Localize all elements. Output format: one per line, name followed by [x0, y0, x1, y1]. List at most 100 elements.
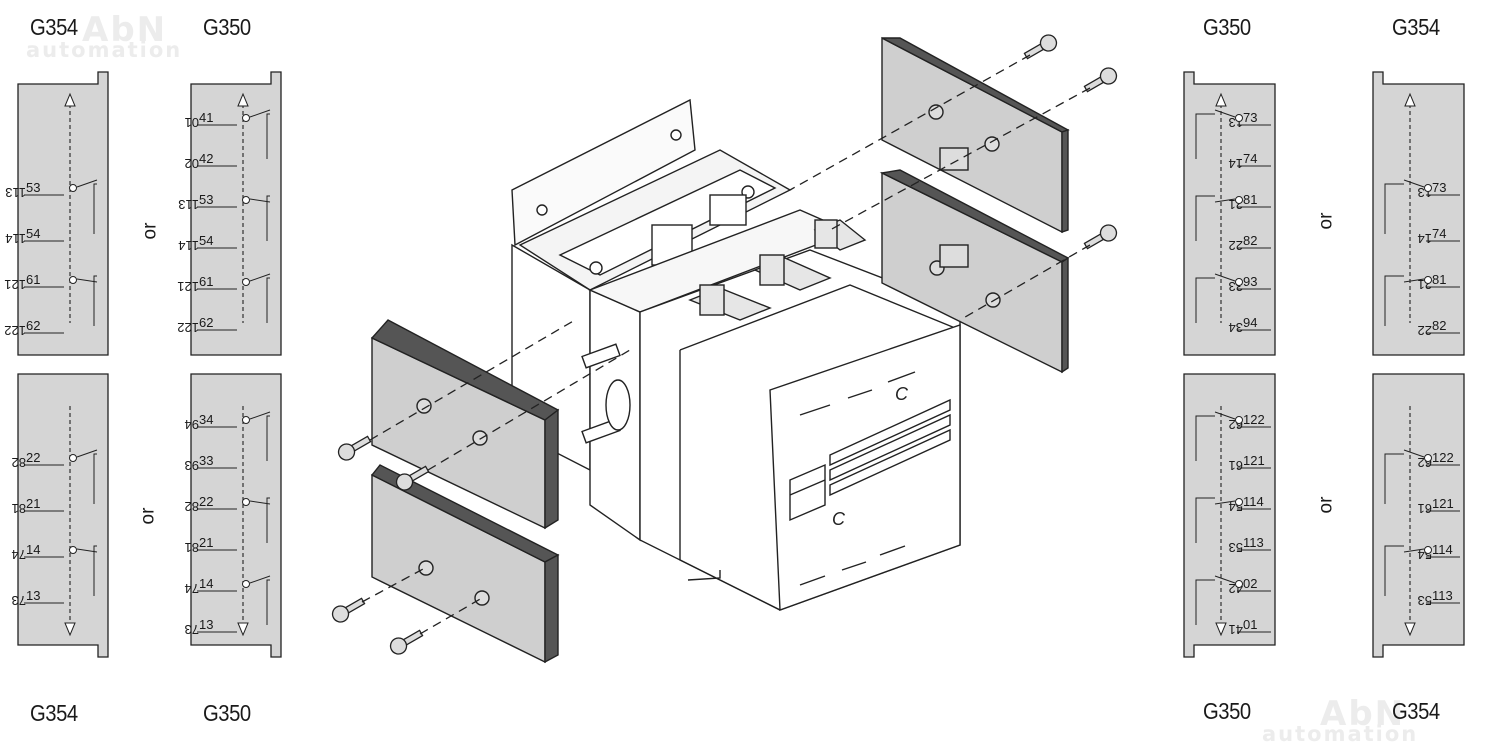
- contact-point: [242, 278, 250, 286]
- contact-wire: [1384, 275, 1404, 326]
- label-bottom-left-g354: G354: [30, 700, 78, 726]
- terminal-label-inverted: 122: [177, 320, 199, 335]
- arrow-up-icon: [1404, 92, 1416, 107]
- terminal-label: 121: [1432, 496, 1454, 511]
- terminal-label: 21: [26, 496, 40, 511]
- terminal-label-inverted: 122: [4, 323, 26, 338]
- contact-wire: [1195, 579, 1215, 625]
- terminal-label-inverted: 61: [1418, 501, 1432, 516]
- contact-wire: [1195, 277, 1215, 323]
- contact-point: [1235, 580, 1243, 588]
- contact-switch: [76, 449, 98, 458]
- block-panel: [1183, 373, 1276, 658]
- label-bottom-left-g350: G350: [203, 700, 251, 726]
- terminal-label: 82: [1243, 233, 1257, 248]
- terminal-label: 94: [1243, 315, 1257, 330]
- terminal-label: 41: [199, 110, 213, 125]
- contact-point: [242, 196, 250, 204]
- contact-point: [1424, 184, 1432, 192]
- contact-point: [1235, 196, 1243, 204]
- contact-wire: [93, 275, 97, 326]
- block-panel: [190, 71, 282, 356]
- contact-wire: [1384, 183, 1404, 234]
- terminal-label-inverted: 41: [1229, 622, 1243, 637]
- block-panel: [17, 71, 109, 356]
- contact-switch: [1403, 548, 1425, 553]
- terminal-label-inverted: 22: [1229, 238, 1243, 253]
- block-panel: [1372, 373, 1465, 658]
- label-bottom-right-g350: G350: [1203, 698, 1251, 724]
- terminal-label: 62: [26, 318, 40, 333]
- contact-wire: [93, 545, 97, 596]
- contact-point: [1424, 546, 1432, 554]
- terminal-label-inverted: 121: [177, 279, 199, 294]
- watermark-sub-top: automation: [26, 38, 183, 62]
- terminal-label: 93: [1243, 274, 1257, 289]
- contact-point: [242, 498, 250, 506]
- contact-wire: [1384, 545, 1404, 596]
- terminal-label: 13: [26, 588, 40, 603]
- terminal-label-inverted: 01: [185, 115, 199, 130]
- label-top-right-g350: G350: [1203, 14, 1251, 40]
- block-panel: [190, 373, 282, 658]
- contact-wire: [266, 415, 270, 461]
- label-top-left-g350: G350: [203, 14, 251, 40]
- terminal-label-inverted: 94: [185, 417, 199, 432]
- terminal-label-inverted: 113: [178, 197, 199, 212]
- terminal-label-inverted: 82: [12, 455, 26, 470]
- terminal-label: 01: [1243, 617, 1257, 632]
- arrow-up-icon: [1215, 92, 1227, 107]
- terminal-label: 54: [199, 233, 213, 248]
- terminal-label: 81: [1432, 272, 1446, 287]
- arrow-down-icon: [1215, 622, 1227, 637]
- contact-switch: [1214, 109, 1236, 118]
- contact-point: [242, 114, 250, 122]
- contactor-body: C C: [511, 98, 961, 611]
- terminal-label-inverted: 53: [1418, 593, 1432, 608]
- terminal-label-inverted: 14: [1229, 156, 1243, 171]
- terminal-label: 62: [199, 315, 213, 330]
- terminal-label-inverted: 81: [185, 540, 199, 555]
- terminal-label: 54: [26, 226, 40, 241]
- terminal-label: 02: [1243, 576, 1257, 591]
- contact-point: [69, 276, 77, 284]
- terminal-label: 34: [199, 412, 213, 427]
- terminal-label: 53: [26, 180, 40, 195]
- terminal-label-inverted: 73: [12, 593, 26, 608]
- contact-point: [69, 454, 77, 462]
- contact-point: [69, 184, 77, 192]
- contact-switch: [249, 273, 271, 282]
- contact-point: [1235, 114, 1243, 122]
- arrow-down-icon: [237, 622, 249, 637]
- terminal-label: 13: [199, 617, 213, 632]
- arrow-down-icon: [64, 622, 76, 637]
- terminal-label: 73: [1432, 180, 1446, 195]
- arrow-up-icon: [237, 92, 249, 107]
- terminal-label-inverted: 74: [185, 581, 199, 596]
- terminal-label-inverted: 114: [5, 231, 26, 246]
- terminal-label: 42: [199, 151, 213, 166]
- watermark-sub-bottom: automation: [1262, 722, 1419, 746]
- contact-wire: [266, 113, 270, 159]
- contact-point: [1235, 416, 1243, 424]
- watermark-brand-bottom: AbN: [1320, 694, 1406, 734]
- contact-switch: [1214, 273, 1236, 282]
- contact-wire: [93, 453, 97, 504]
- contact-wire: [1195, 497, 1215, 543]
- label-top-left-g354: G354: [30, 14, 78, 40]
- terminal-label: 121: [1243, 453, 1265, 468]
- contact-wire: [266, 195, 270, 241]
- terminal-label-inverted: 113: [5, 185, 26, 200]
- terminal-label: 113: [1243, 535, 1264, 550]
- right-cover-plates: [879, 36, 1070, 374]
- contact-wire: [1195, 415, 1215, 461]
- contact-wire: [93, 183, 97, 234]
- contact-wire: [266, 277, 270, 323]
- terminal-label: 21: [199, 535, 213, 550]
- contact-switch: [249, 575, 271, 584]
- contact-wire: [266, 497, 270, 543]
